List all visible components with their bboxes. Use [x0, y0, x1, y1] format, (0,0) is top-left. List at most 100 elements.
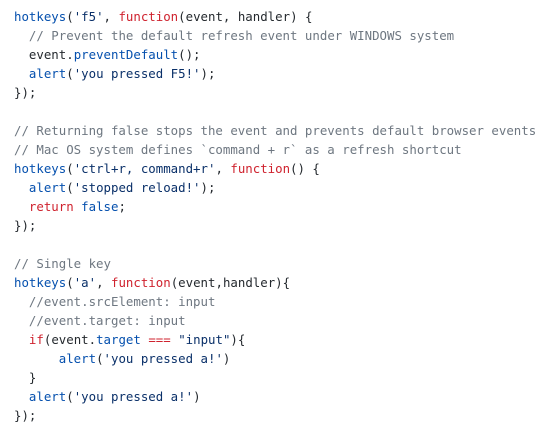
code-token-punct: () {: [290, 161, 320, 176]
code-token-kw: function: [118, 9, 179, 24]
code-token-punct: (: [66, 161, 74, 176]
code-token-punct: });: [14, 85, 37, 100]
code-line: hotkeys('a', function(event,handler){: [14, 273, 540, 292]
code-token-kw: function: [230, 161, 291, 176]
code-token-kw: function: [111, 275, 171, 290]
code-token-punct: (: [178, 9, 186, 24]
code-line: }: [14, 368, 540, 387]
code-token-op: ===: [148, 332, 171, 347]
code-token-ident: event: [185, 9, 223, 24]
code-token-punct: ){: [275, 275, 291, 290]
code-token-prop: target: [96, 332, 141, 347]
code-token-ident: event: [178, 275, 216, 290]
code-token-punct: [14, 180, 29, 195]
code-token-prop: preventDefault: [73, 47, 179, 62]
code-line: // Prevent the default refresh event und…: [14, 26, 540, 45]
code-token-punct: (: [66, 66, 74, 81]
code-line: // Mac OS system defines `command + r` a…: [14, 140, 540, 159]
code-token-punct: [14, 66, 29, 81]
code-token-com: //event.target: input: [28, 313, 186, 328]
code-token-punct: [14, 28, 29, 43]
code-token-punct: .: [66, 47, 74, 62]
code-token-com: // Single key: [14, 256, 111, 271]
code-token-punct: (: [96, 351, 104, 366]
code-token-ident: event: [28, 47, 67, 62]
code-line: // Returning false stops the event and p…: [14, 121, 540, 140]
code-token-func: alert: [28, 180, 67, 195]
code-token-punct: (: [66, 389, 74, 404]
code-token-punct: ;: [118, 199, 126, 214]
code-line: });: [14, 406, 540, 424]
code-token-punct: (: [66, 180, 74, 195]
code-token-func: alert: [28, 389, 67, 404]
code-line: alert('you pressed F5!');: [14, 64, 540, 83]
code-token-com: // Mac OS system defines `command + r` a…: [14, 142, 462, 157]
code-line: });: [14, 83, 540, 102]
code-token-ident: handler: [237, 9, 291, 24]
code-line: event.preventDefault();: [14, 45, 540, 64]
code-token-punct: );: [200, 180, 216, 195]
code-line: alert('stopped reload!');: [14, 178, 540, 197]
code-line: alert('you pressed a!'): [14, 387, 540, 406]
code-token-punct: ,: [215, 275, 223, 290]
code-line: alert('you pressed a!'): [14, 349, 540, 368]
code-token-punct: [14, 332, 29, 347]
code-token-punct: (: [170, 275, 179, 290]
code-token-kw: if: [28, 332, 44, 347]
code-token-kw: return: [28, 199, 74, 214]
code-token-punct: ) {: [290, 9, 313, 24]
code-token-punct: ){: [230, 332, 246, 347]
code-line: if(event.target === "input"){: [14, 330, 540, 349]
code-token-punct: ,: [96, 275, 111, 290]
code-token-punct: ();: [178, 47, 201, 62]
code-line: [14, 235, 540, 254]
code-token-punct: [14, 199, 29, 214]
code-token-punct: ,: [222, 9, 238, 24]
code-token-punct: ): [193, 389, 201, 404]
code-token-func: hotkeys: [14, 275, 67, 290]
code-token-punct: });: [14, 218, 37, 233]
code-token-com: // Prevent the default refresh event und…: [28, 28, 455, 43]
code-token-com: //event.srcElement: input: [28, 294, 216, 309]
code-token-punct: [14, 47, 29, 62]
code-line: // Single key: [14, 254, 540, 273]
code-token-str: 'you pressed F5!': [73, 66, 201, 81]
code-line: //event.target: input: [14, 311, 540, 330]
code-token-ident: handler: [222, 275, 276, 290]
code-token-func: hotkeys: [14, 161, 67, 176]
code-token-str: 'a': [73, 275, 97, 290]
code-token-str: 'you pressed a!': [103, 351, 223, 366]
code-line: return false;: [14, 197, 540, 216]
code-token-punct: ,: [215, 161, 231, 176]
code-token-str: 'you pressed a!': [73, 389, 194, 404]
code-token-punct: (: [43, 332, 52, 347]
code-token-str: 'f5': [73, 9, 104, 24]
code-token-com: // Returning false stops the event and p…: [14, 123, 537, 138]
code-token-punct: ): [222, 351, 231, 366]
code-token-punct: (: [66, 9, 74, 24]
code-token-prop: false: [81, 199, 119, 214]
code-token-punct: [14, 389, 29, 404]
code-token-punct: (: [66, 275, 74, 290]
code-token-punct: [14, 294, 29, 309]
code-token-punct: [14, 351, 59, 366]
code-token-str: "input": [178, 332, 231, 347]
code-line: hotkeys('f5', function(event, handler) {: [14, 7, 540, 26]
code-token-punct: });: [14, 408, 37, 423]
code-token-punct: [14, 313, 29, 328]
code-line: });: [14, 216, 540, 235]
code-token-punct: );: [200, 66, 216, 81]
code-token-func: alert: [28, 66, 67, 81]
code-token-str: 'stopped reload!': [73, 180, 201, 195]
code-line: hotkeys('ctrl+r, command+r', function() …: [14, 159, 540, 178]
code-token-ident: event: [51, 332, 89, 347]
code-token-func: hotkeys: [14, 9, 67, 24]
code-token-str: 'ctrl+r, command+r': [73, 161, 216, 176]
code-line: //event.srcElement: input: [14, 292, 540, 311]
code-token-func: alert: [58, 351, 97, 366]
code-token-punct: }: [14, 370, 37, 385]
code-line: [14, 102, 540, 121]
code-token-punct: .: [88, 332, 97, 347]
code-token-punct: ,: [103, 9, 119, 24]
